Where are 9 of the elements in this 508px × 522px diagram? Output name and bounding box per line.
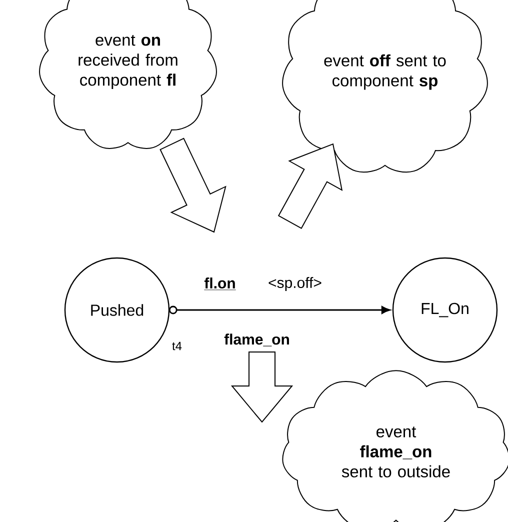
transition-label: <sp.off> [268, 277, 322, 291]
thought-cloud: event on received from component fl [39, 0, 217, 149]
transition-label: flame_on [224, 334, 289, 346]
transition-arrow [168, 306, 390, 314]
thought-cloud: event off sent to component sp [282, 0, 488, 173]
thought-cloud: event flame_on sent to outside [282, 370, 508, 522]
block-arrow [160, 138, 226, 233]
transition-label: fl.on [204, 278, 236, 290]
block-arrow [230, 352, 294, 423]
